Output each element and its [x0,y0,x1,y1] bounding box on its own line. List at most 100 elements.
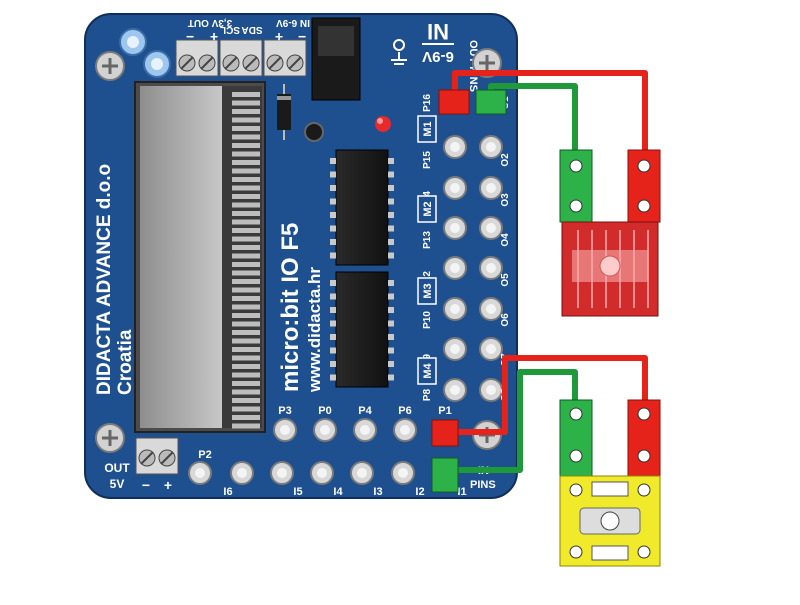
pin-right-7-center [486,385,496,395]
connector-pin [232,372,260,378]
chip-leg [330,212,336,218]
connector-pin [232,253,260,259]
in-pins-label: PINS [470,479,496,491]
motor-label-box [417,357,437,385]
connector-pin [232,406,260,412]
pin-bottom-top-4-center [400,425,410,435]
pin-left-3-center [450,223,460,233]
bottom-top-label: P6 [398,405,411,417]
chip-leg [330,171,336,178]
bottom-row-label: I4 [333,486,343,498]
plug-green-in[interactable] [431,457,459,493]
bottom-row-label: I6 [223,486,232,498]
pin-right-1-center [486,142,496,152]
plus-sign-in: + [275,29,283,45]
connector-pin [232,381,260,386]
5v-label: 5V [110,477,125,491]
connector-pin [232,398,260,403]
pin-bottom-top-2-center [320,425,330,435]
connector-pin [232,364,260,369]
power-in-label: IN 6-9V [276,17,310,28]
bottom-row-label: I1 [457,486,466,498]
pin-headers: P16P15P14P13P12P10P9P8O1O2O3O4O5O6O7O8M1… [188,94,511,498]
chip-leg [388,225,394,232]
connector-pin [232,287,260,293]
chip-leg [388,320,394,327]
chip-leg [330,280,336,286]
chip-leg [388,171,394,178]
chip-icon [330,149,394,388]
power-jack-icon [311,17,361,101]
chip-leg [330,252,336,259]
chip-leg [330,293,336,300]
chip-leg [388,185,394,191]
motor-label: M4 [422,362,434,378]
chip-leg [330,374,336,381]
pin-bottom-top-1-center [280,425,290,435]
connector-pin [232,270,260,276]
connector-pin [232,262,260,267]
led-module[interactable] [559,149,661,317]
motor-label: M3 [422,283,434,298]
connector-pin [232,143,260,148]
motor-label: M2 [422,201,434,216]
plug-red-out[interactable] [438,89,470,115]
country-label: Croatia [115,329,136,395]
bottom-top-label: P3 [278,405,291,417]
connector-pin [232,347,260,352]
connector-pin [232,109,260,114]
chip-leg [388,198,394,205]
pin-label-right: O4 [500,233,511,247]
bottom-row-label: I5 [293,486,302,498]
connector-pin [232,415,260,420]
chip-leg [330,158,336,164]
led-icon [375,116,391,132]
connector-pin [232,177,260,182]
model-label: micro:bit IO F5 [277,223,304,392]
pin-left-6-center [450,344,460,354]
plug-red-in[interactable] [431,419,459,447]
motor-label-box [417,115,437,143]
connector-pin [232,245,260,250]
pin-left-2-center [450,183,460,193]
pin-label-left: P15 [422,151,433,169]
pin-right-6-center [486,344,496,354]
chip-leg [330,198,336,205]
company-label: DIDACTA ADVANCE d.o.o [94,164,115,395]
pin-bottom-6-center [398,468,408,478]
pin-right-5-center [486,304,496,314]
plug-green-out[interactable] [475,89,507,115]
plus-5v: + [164,477,172,493]
chip-leg [330,185,336,191]
chip-leg [330,320,336,327]
connector-pin [232,185,260,191]
pin-left-5-center [450,304,460,314]
button-icon [304,122,324,142]
chip-leg [388,239,394,245]
power-symbol-icon [391,39,407,65]
pin-bottom-2-center [237,468,247,478]
pin-label-right: O2 [500,153,511,167]
push-button-icon[interactable] [600,511,620,531]
motor-label-box [417,195,437,223]
chip-leg [388,307,394,313]
minus-5v: − [142,477,150,493]
connector-pin [232,151,260,157]
terminal-block-5v [135,437,179,475]
connector-pin [232,92,260,97]
website-label: www.didacta.hr [305,267,324,393]
chip-leg [330,334,336,340]
button-module[interactable] [559,399,661,567]
terminal-block-3v3 [175,39,219,77]
chip-leg [388,374,394,381]
connector-pin [232,338,260,344]
pin-label-left: P8 [422,388,433,401]
chip-leg [388,280,394,286]
screw-slot [102,430,118,446]
connector-pin [232,304,260,310]
connector-pin [232,228,260,233]
chip-leg [330,347,336,354]
pin-label-right: O6 [500,313,511,327]
pin-label-left: P10 [422,311,433,329]
connector-pin [232,313,260,318]
